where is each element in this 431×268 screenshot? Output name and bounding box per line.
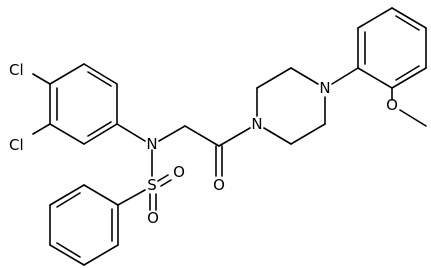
phenyl-ring	[49, 184, 119, 266]
atom-o-sulfonyl-upper: O	[173, 163, 185, 181]
atom-n-sulfonamide: N	[146, 135, 157, 153]
bond-carbonyl-n	[218, 127, 251, 147]
atom-o-carbonyl: O	[213, 176, 225, 194]
bond-ring-n	[116, 123, 146, 142]
bond-n-ch2	[158, 125, 186, 142]
bond-ch2-carbonyl	[184, 125, 220, 147]
sulfonyl-lower-double-bond	[149, 193, 157, 211]
atom-o-methoxy: O	[386, 96, 398, 114]
bond-c-cl-lower	[32, 123, 51, 135]
piperazine-ring	[256, 67, 326, 145]
atom-o-sulfonyl-lower: O	[147, 209, 159, 227]
methoxyphenyl-ring	[357, 7, 427, 89]
atom-cl-upper: Cl	[9, 61, 24, 79]
bond-n-aryl	[331, 67, 359, 85]
bond-c-cl-upper	[32, 73, 51, 85]
atom-n-piperazine-left: N	[251, 115, 262, 133]
atom-n-piperazine-right: N	[319, 79, 330, 97]
sulfonyl-upper-double-bond	[157, 174, 172, 187]
bond-s-phenyl	[117, 189, 146, 206]
carbonyl-double-bond	[215, 145, 223, 177]
atom-cl-lower: Cl	[9, 136, 24, 154]
bond-o-methyl	[399, 109, 427, 127]
atom-s-sulfonyl: S	[147, 176, 157, 194]
dichlorophenyl-ring	[49, 63, 118, 145]
